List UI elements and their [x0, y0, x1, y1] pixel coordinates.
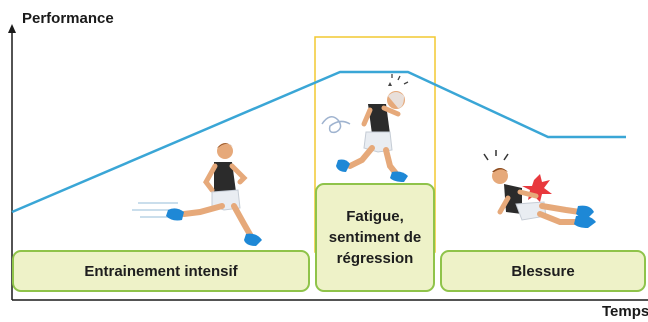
phase-box-fatigue: Fatigue, sentiment de régression: [315, 183, 435, 292]
phase-label-fatigue: Fatigue, sentiment de régression: [328, 208, 422, 267]
phase-box-training: Entrainement intensif: [12, 250, 310, 292]
phase-label-injury: Blessure: [511, 262, 575, 280]
x-axis-label: Temps: [602, 303, 648, 320]
running-athlete-icon: [132, 143, 262, 246]
y-axis-arrow-icon: [8, 24, 16, 33]
y-axis-label: Performance: [22, 10, 114, 27]
phase-box-injury: Blessure: [440, 250, 646, 292]
fatigued-athlete-icon: [321, 74, 409, 182]
phase-label-training: Entrainement intensif: [84, 262, 238, 280]
injured-athlete-icon: [483, 150, 596, 228]
performance-curve: [11, 70, 626, 214]
